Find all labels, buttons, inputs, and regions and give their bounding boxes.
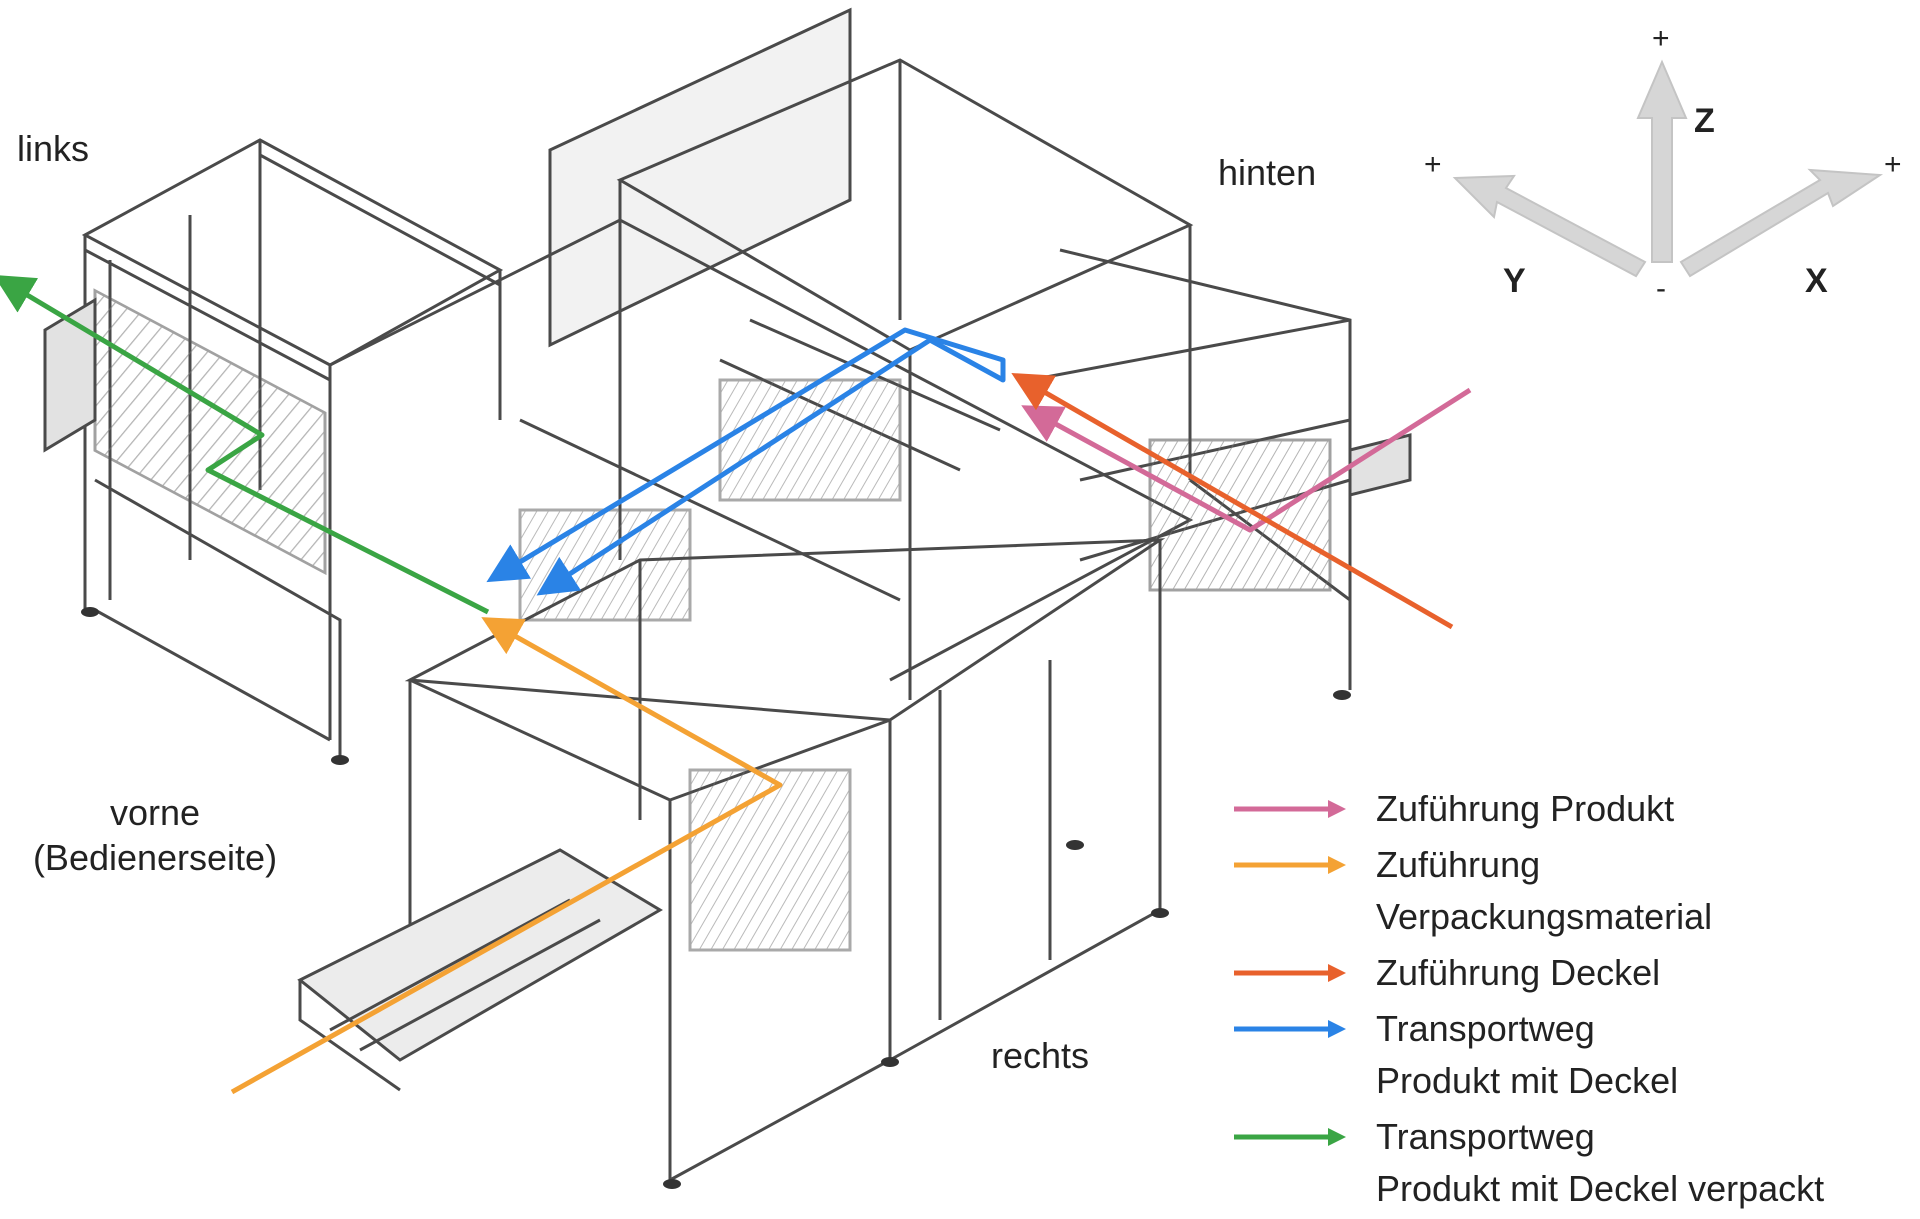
arrow-packaging-feed — [230, 617, 783, 1095]
axis-z-label: Z — [1694, 102, 1715, 140]
label-front: vorne (Bedienerseite) — [0, 790, 310, 880]
legend-arrow-icon — [1230, 1111, 1350, 1163]
legend-label-line2: Produkt mit Deckel — [1376, 1060, 1679, 1101]
legend-item: Zuführung Produkt — [1230, 783, 1920, 835]
axis-y-plus: + — [1424, 148, 1442, 181]
legend-label-line2: Produkt mit Deckel verpackt — [1376, 1168, 1825, 1209]
machine-feet — [81, 607, 1351, 1189]
flow-arrows — [0, 274, 1472, 1095]
legend-arrow-icon — [1230, 947, 1350, 999]
legend-label-line1: Transportweg — [1376, 1116, 1595, 1157]
arrow-lid-feed — [1011, 373, 1454, 630]
axis-x-plus: + — [1884, 148, 1902, 181]
legend-label-line1: Transportweg — [1376, 1008, 1595, 1049]
arrow-product-feed — [1021, 387, 1472, 533]
legend-label-line1: Zuführung — [1376, 844, 1541, 885]
legend-label-line1: Zuführung Deckel — [1376, 952, 1661, 993]
legend-arrow-icon — [1230, 1003, 1350, 1055]
axis-x-label: X — [1805, 262, 1828, 300]
axis-z-plus: + — [1652, 22, 1670, 55]
label-front-line2: (Bedienerseite) — [32, 837, 278, 878]
label-left: links — [17, 128, 90, 169]
label-front-line1: vorne — [109, 792, 201, 833]
label-back: hinten — [1218, 152, 1317, 193]
center-frame — [329, 7, 1412, 700]
arrow-transport-product-lid-2 — [536, 337, 1005, 596]
axis-arrows — [1452, 59, 1884, 278]
legend-arrow-icon — [1230, 839, 1350, 891]
legend-label-line2: Verpackungsmaterial — [1376, 896, 1713, 937]
x-arrow-icon — [1679, 168, 1884, 278]
front-frame — [297, 538, 1166, 1182]
legend-item: Zuführung Deckel — [1230, 947, 1920, 999]
legend-label: Zuführung Deckel — [1376, 947, 1660, 999]
y-arrow-icon — [1452, 174, 1647, 278]
legend-label: Zuführung Produkt — [1376, 783, 1674, 835]
arrow-transport-packed — [0, 274, 490, 615]
axis-origin-minus: - — [1656, 272, 1666, 305]
arrow-transport-product-lid — [486, 327, 1006, 583]
legend-label-line1: Zuführung Produkt — [1376, 788, 1675, 829]
label-right: rechts — [991, 1035, 1090, 1076]
legend-arrow-icon — [1230, 783, 1350, 835]
z-arrow-icon — [1636, 59, 1688, 263]
axis-y-label: Y — [1503, 262, 1526, 300]
